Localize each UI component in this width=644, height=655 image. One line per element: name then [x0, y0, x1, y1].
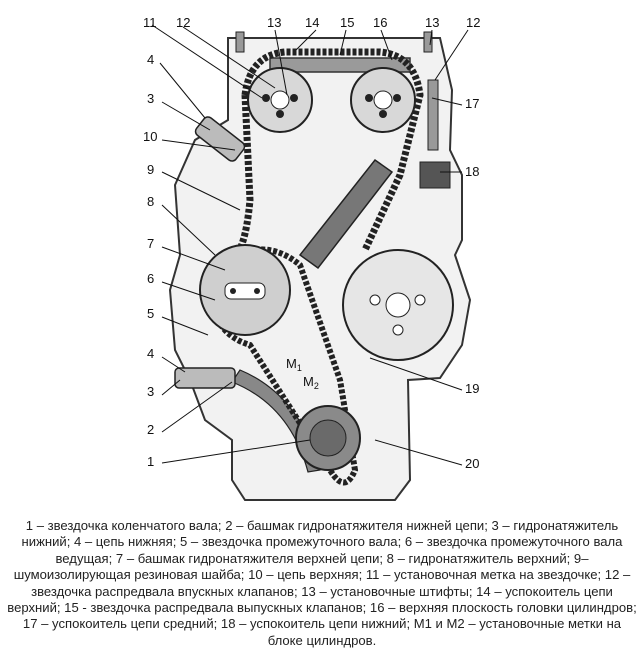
- label-17: 17: [465, 96, 479, 111]
- label-8: 8: [147, 194, 154, 209]
- label-13-right: 13: [425, 15, 439, 30]
- label-12-left: 12: [176, 15, 190, 30]
- chain-damper-lower: [298, 158, 394, 270]
- figure-caption: 1 – звездочка коленчатого вала; 2 – башм…: [7, 518, 637, 648]
- label-6: 6: [147, 271, 154, 286]
- auxiliary-pulley: [342, 249, 454, 361]
- label-1: 1: [147, 454, 154, 469]
- label-12-right: 12: [466, 15, 480, 30]
- label-16: 16: [373, 15, 387, 30]
- label-3-top: 3: [147, 91, 154, 106]
- part-labels: 11 12 13 14 15 16 13 12 4 3 10 9 8 7 6 5…: [143, 15, 480, 471]
- label-9: 9: [147, 162, 154, 177]
- engine-timing-diagram: 11 12 13 14 15 16 13 12 4 3 10 9 8 7 6 5…: [143, 15, 480, 501]
- label-18: 18: [465, 164, 479, 179]
- label-11: 11: [143, 15, 157, 30]
- label-13-left: 13: [267, 15, 281, 30]
- label-m2: M2: [303, 374, 319, 391]
- exhaust-cam-sprocket: [350, 67, 416, 133]
- label-7: 7: [147, 236, 154, 251]
- upper-chain: [228, 48, 424, 264]
- label-5: 5: [147, 306, 154, 321]
- intermediate-sprocket: [199, 244, 291, 336]
- label-19: 19: [465, 381, 479, 396]
- chain-damper-middle: [427, 79, 439, 151]
- label-4-bottom: 4: [147, 346, 154, 361]
- label-15: 15: [340, 15, 354, 30]
- label-20: 20: [465, 456, 479, 471]
- locating-pins: [235, 31, 433, 53]
- label-2: 2: [147, 422, 154, 437]
- label-m1: M1: [286, 356, 302, 373]
- chain-damper-lower-block: [419, 161, 451, 189]
- label-4-top: 4: [147, 52, 154, 67]
- label-14: 14: [305, 15, 319, 30]
- label-10: 10: [143, 129, 157, 144]
- leader-lines: [151, 24, 469, 466]
- label-3-bottom: 3: [147, 384, 154, 399]
- intake-cam-sprocket: [247, 67, 313, 133]
- crankshaft-sprocket: [295, 405, 361, 471]
- lower-hydraulic-tensioner: [174, 367, 236, 389]
